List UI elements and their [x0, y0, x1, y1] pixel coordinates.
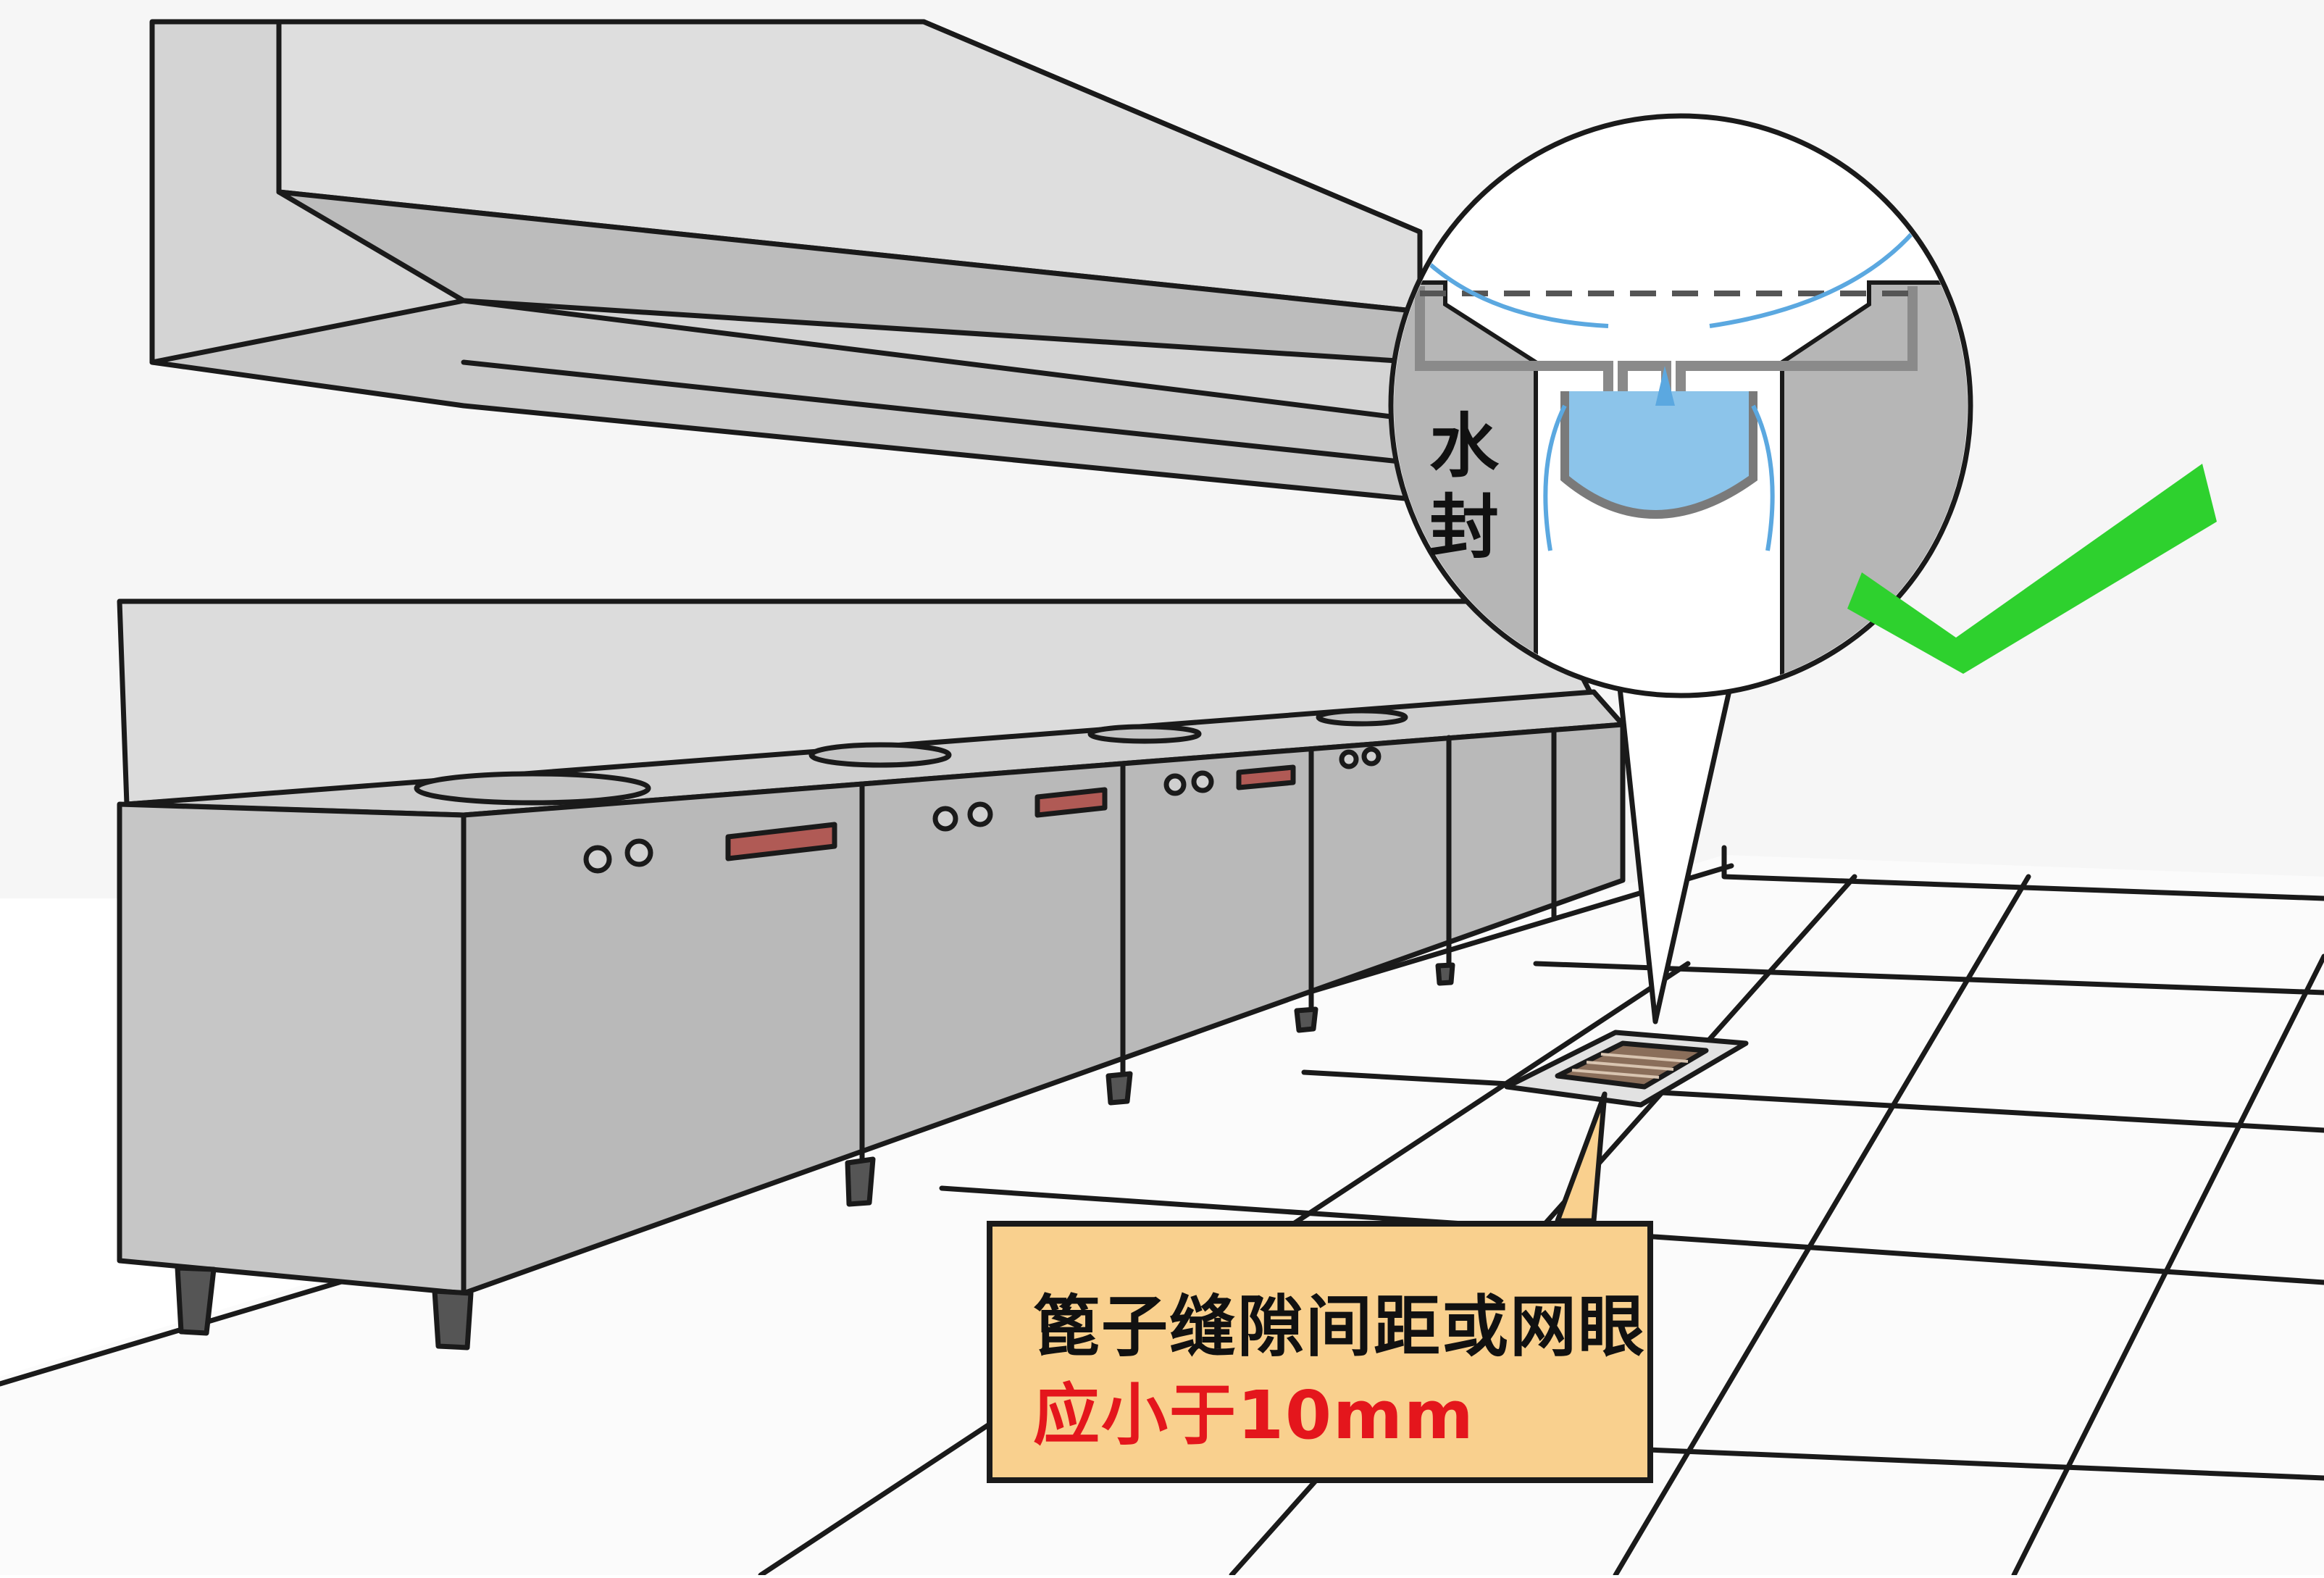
control-knobs: [583, 746, 1382, 874]
range-hood: [149, 19, 1423, 503]
callout-line-1: 篦子缝隙间距或网眼: [1033, 1288, 1647, 1366]
cabinet-side: [117, 801, 467, 1296]
grate-spacing-callout: 篦子缝隙间距或网眼 应小于10mm: [987, 1221, 1653, 1483]
cabinet-dividers: [859, 727, 1557, 1162]
cabinet-front: [461, 722, 1626, 1296]
check-mark-icon: [1847, 464, 2217, 674]
wall-corner-line: [1721, 845, 2324, 901]
floor: [0, 855, 2324, 1575]
cabinet-legs: [175, 962, 1455, 1351]
callout-line-2: 应小于10mm: [1033, 1377, 1475, 1454]
floor-drain-grate: [1504, 1030, 1749, 1108]
water-cup: [1560, 391, 1757, 519]
control-panels: [725, 764, 1296, 861]
burners: [414, 708, 1408, 806]
water-seal-label: 水封: [1429, 406, 1499, 568]
